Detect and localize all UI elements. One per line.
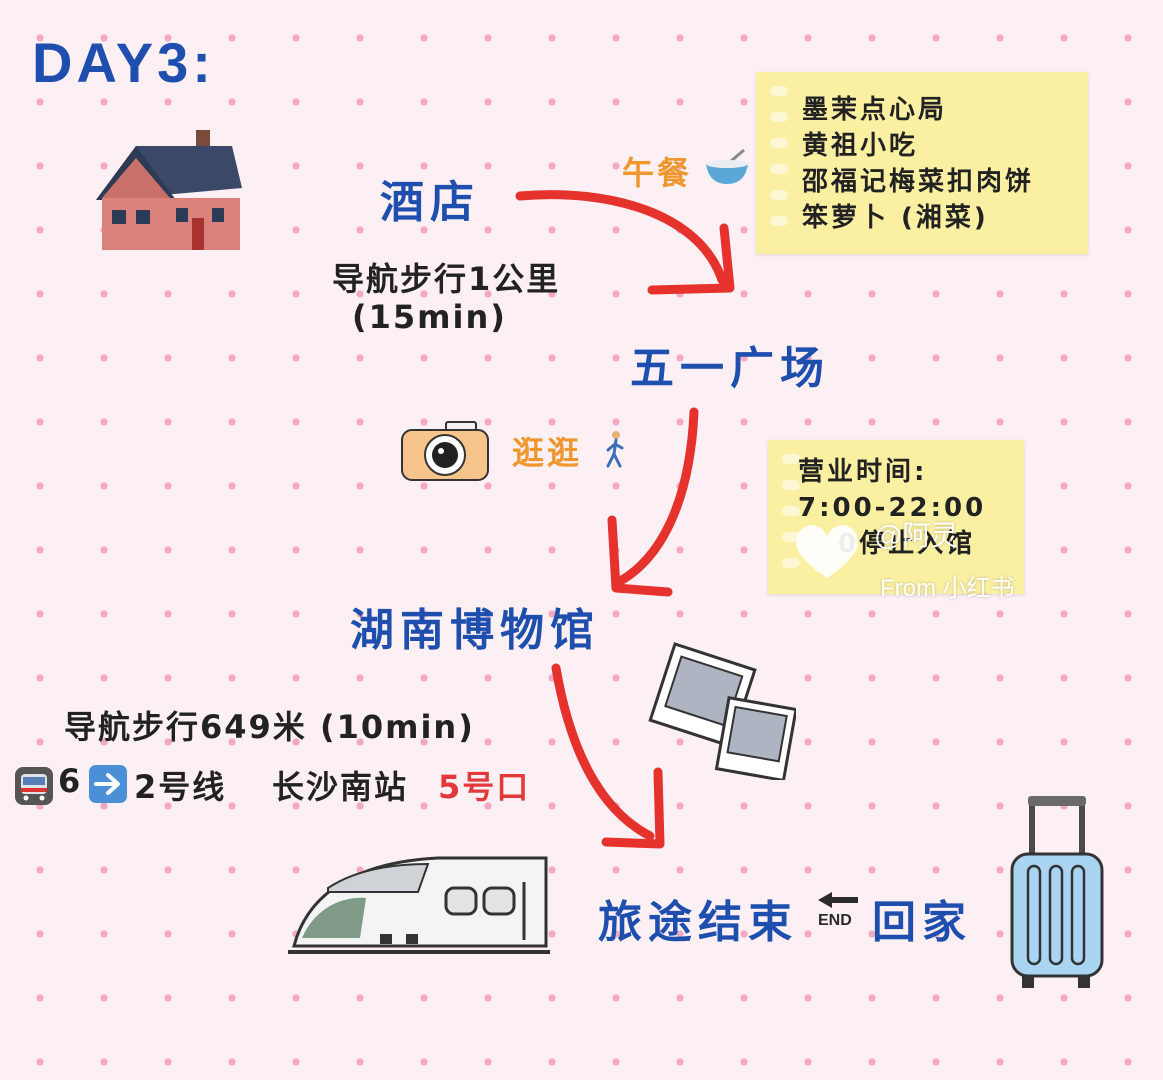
arrowhead-hotel-to-square (647, 223, 735, 295)
walk-distance-1: 导航步行1公里 (332, 260, 561, 298)
metro-icon (15, 767, 53, 805)
stop-home: 回家 (872, 897, 972, 948)
stroll-label: 逛逛 (512, 434, 583, 472)
lunch-label: 午餐 (622, 154, 693, 192)
lunch-item: 墨茉点心局 (802, 95, 948, 125)
walk-distance-2: 导航步行649米 (10min) (64, 708, 475, 746)
arrowhead-museum-to-end (601, 767, 665, 849)
watermark-user: @阿灵 (874, 520, 959, 551)
lunch-item: 邵福记梅菜扣肉饼 (802, 167, 1035, 197)
metro-exit: 5号口 (438, 768, 531, 806)
hours-label: 营业时间: (798, 457, 928, 487)
train-icon (288, 856, 550, 954)
camera-icon (401, 421, 489, 481)
heart-logo-icon (796, 525, 858, 578)
stop-wuyi-square: 五一广场 (630, 343, 830, 394)
suitcase-icon (1010, 796, 1104, 988)
lunch-sticky-note: 墨茉点心局 黄祖小吃 邵福记梅菜扣肉饼 笨萝卜 (湘菜) (756, 72, 1088, 254)
arrowhead-square-to-museum (607, 515, 673, 597)
house-icon (96, 130, 242, 250)
photos-icon (648, 642, 796, 780)
bowl-icon (706, 148, 748, 184)
hours-time: 7:00-22:00 (798, 493, 987, 523)
back-arrow-icon (818, 892, 858, 908)
walk-duration-1: (15min) (352, 298, 507, 336)
metro-line-to: 2号线 (134, 768, 227, 806)
stop-journey-end: 旅途结束 (598, 897, 798, 948)
walking-person-icon (606, 431, 624, 468)
stop-hotel: 酒店 (380, 177, 480, 228)
metro-station: 长沙南站 (272, 768, 409, 806)
stop-hunan-museum: 湖南博物馆 (350, 605, 600, 656)
metro-line-from: 6 (58, 762, 83, 800)
hours-sticky-note: 营业时间: 7:00-22:00 0停止入馆 (768, 440, 1024, 594)
right-arrow-icon (89, 765, 127, 803)
arrow-square-to-museum (617, 407, 699, 585)
arrow-hotel-to-square (515, 190, 727, 285)
lunch-item: 笨萝卜 (湘菜) (802, 203, 989, 233)
lunch-item: 黄祖小吃 (802, 131, 919, 161)
page-title: DAY3: (32, 31, 215, 94)
hours-last-entry: 0停止入馆 (838, 529, 976, 559)
arrow-museum-to-end (551, 663, 655, 841)
watermark-source: From 小红书 (880, 575, 1015, 602)
end-badge: END (818, 912, 852, 929)
